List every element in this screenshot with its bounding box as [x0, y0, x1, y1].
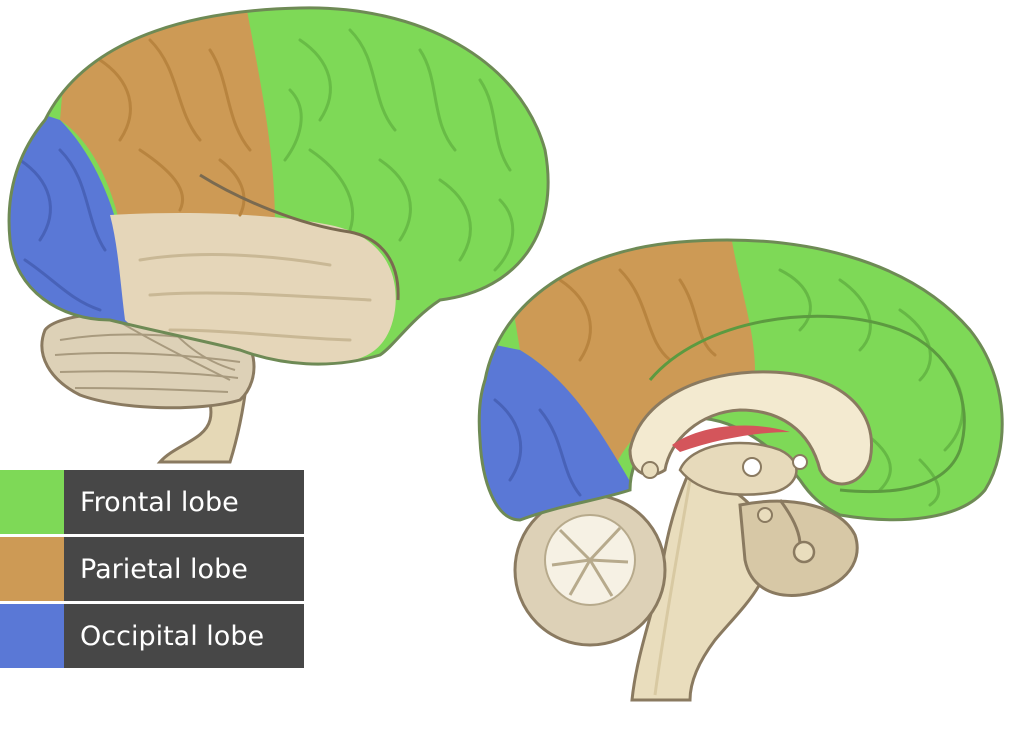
legend-label: Occipital lobe [64, 604, 304, 668]
pituitary-gland [792, 540, 816, 564]
temporal-gyri-texture [138, 253, 372, 342]
legend-item-occipital: Occipital lobe [0, 604, 304, 668]
legend-label: Frontal lobe [64, 470, 304, 534]
frontal-swatch [0, 470, 64, 534]
lateral-occipital-lobe [9, 100, 130, 330]
lateral-temporal-lobe [110, 213, 396, 363]
mammillary-body [757, 507, 773, 523]
corpus-callosum [628, 370, 873, 486]
thalamus [678, 441, 798, 496]
occipital-swatch [0, 604, 64, 668]
parietal-swatch [0, 537, 64, 601]
lateral-parietal-lobe [60, 7, 275, 225]
pineal-gland [641, 461, 659, 479]
legend-item-parietal: Parietal lobe [0, 537, 304, 601]
lateral-gyri-texture [283, 28, 515, 272]
fornix [672, 425, 790, 452]
arbor-vitae-branches [551, 526, 629, 597]
interthalamic-adhesion [742, 457, 762, 477]
medial-cerebrum-outline [477, 238, 1004, 522]
cingulate-sulcus [648, 314, 966, 494]
medial-occipital-lobe [479, 340, 635, 520]
medial-occipital-texture [493, 398, 582, 497]
medial-parietal-lobe [500, 240, 755, 480]
parietal-gyri-texture [98, 38, 252, 217]
medial-brain-view [477, 238, 1004, 702]
legend-label: Parietal lobe [64, 537, 304, 601]
lobe-legend: Frontal lobe Parietal lobe Occipital lob… [0, 470, 304, 671]
lateral-sulcus [199, 173, 400, 301]
medial-brainstem-inner-line [653, 479, 692, 696]
lateral-cerebrum-outline [7, 6, 550, 366]
legend-item-frontal: Frontal lobe [0, 470, 304, 534]
anterior-commissure [792, 454, 808, 470]
medial-parietal-texture [558, 268, 717, 362]
occipital-gyri-texture [18, 148, 107, 312]
